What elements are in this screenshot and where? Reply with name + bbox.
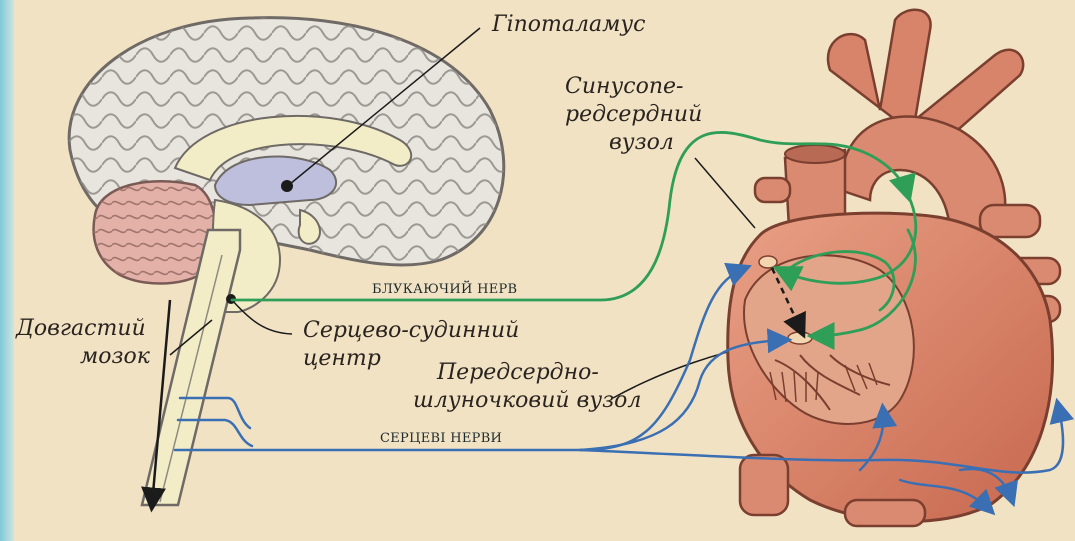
label-cv-center-1: Серцево-судинний bbox=[303, 318, 519, 344]
heart-illustration bbox=[728, 10, 1060, 526]
label-av-node-2: шлуночковий вузол bbox=[413, 388, 641, 414]
inferior-vena-cava bbox=[740, 455, 788, 515]
pulmonary-vein-1 bbox=[980, 205, 1040, 237]
label-sa-node-2: редсердний bbox=[565, 102, 702, 128]
caption-vagus-nerve: БЛУКАЮЧИЙ НЕРВ bbox=[372, 282, 517, 297]
hypothalamus-dot bbox=[281, 180, 293, 192]
label-cv-center-2: центр bbox=[303, 346, 381, 372]
label-hypothalamus: Гіпоталамус bbox=[492, 12, 645, 38]
label-sa-node-1: Синусопе- bbox=[565, 74, 683, 100]
label-medulla-2: мозок bbox=[80, 344, 150, 370]
sa-node bbox=[759, 256, 777, 268]
caption-cardiac-nerves: СЕРЦЕВІ НЕРВИ bbox=[380, 431, 502, 446]
label-sa-node-3: вузол bbox=[609, 130, 674, 156]
lower-vessel bbox=[845, 500, 925, 526]
side-vessel bbox=[755, 178, 790, 202]
av-node bbox=[788, 332, 812, 344]
label-medulla-1: Довгастий bbox=[16, 316, 146, 342]
label-av-node-1: Передсердно- bbox=[437, 360, 599, 386]
